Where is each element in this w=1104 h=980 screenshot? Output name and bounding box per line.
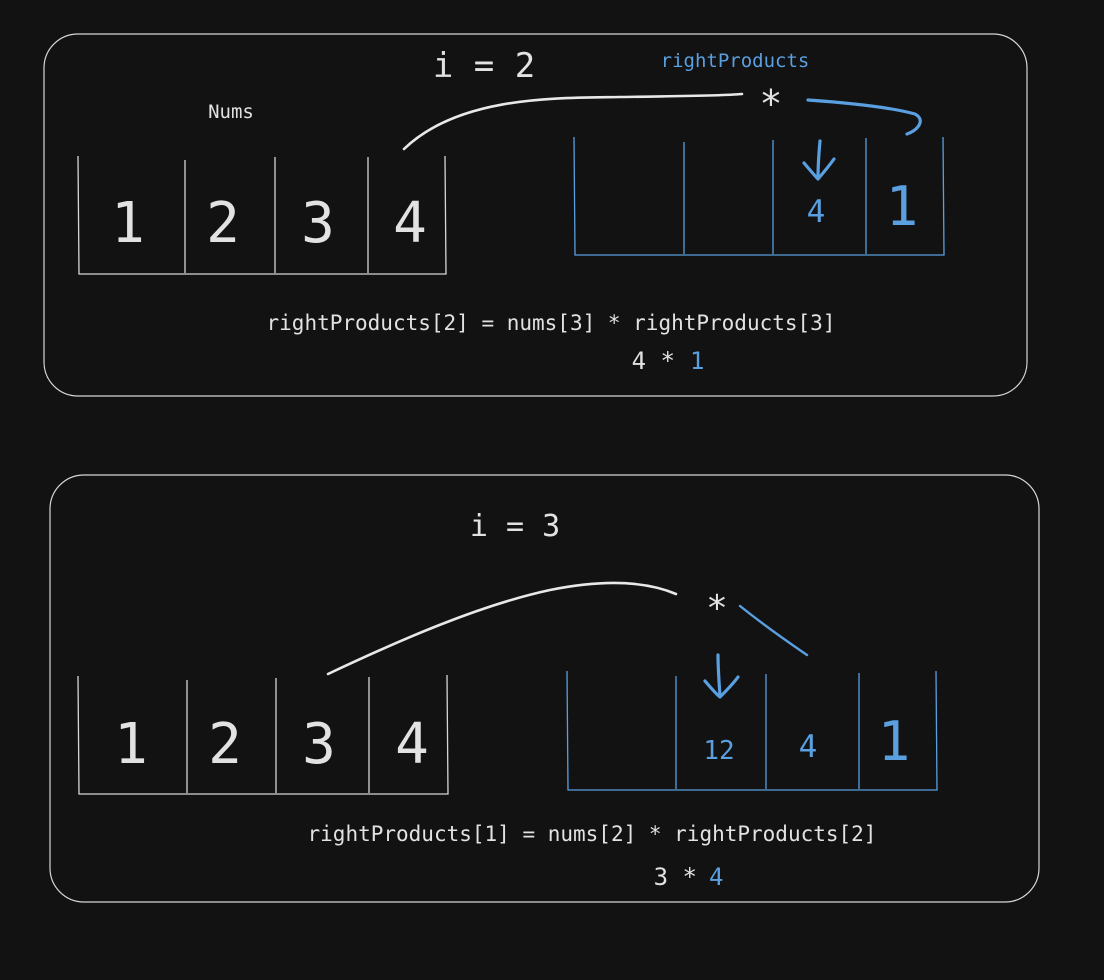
nums-array-outline (77, 674, 449, 795)
iteration-label: i = 2 (433, 46, 535, 86)
formula: rightProducts[1] = nums[2] * rightProduc… (308, 822, 877, 846)
calc-right: 4 (709, 863, 723, 891)
nums-cell-value: 4 (395, 712, 429, 777)
nums-cell-value: 4 (393, 191, 427, 256)
multiply-symbol: * (706, 588, 728, 629)
right-products-cell-value: 1 (878, 710, 911, 773)
iteration-label: i = 3 (470, 509, 560, 544)
nums-to-multiply-stroke (402, 92, 744, 151)
right-to-multiply-stroke (738, 604, 809, 657)
calc-right: 1 (690, 347, 704, 375)
nums-cell-value: 1 (111, 191, 145, 256)
right-products-array-outline (573, 136, 945, 256)
right-products-array: 4 1 (573, 136, 945, 256)
multiply-symbol: * (760, 82, 783, 126)
nums-label: Nums (208, 101, 254, 123)
right-to-multiply-stroke (806, 98, 922, 136)
panel-iteration-2: i = 2 Nums rightProducts 1 2 3 4 4 1 (43, 33, 1028, 397)
right-products-array-outline (566, 670, 938, 791)
nums-cell-value: 3 (301, 191, 335, 256)
right-products-cell-value: 1 (886, 175, 919, 238)
nums-cell-value: 2 (206, 191, 240, 256)
right-products-cell-value: 4 (799, 729, 818, 765)
panel-frame (43, 33, 1028, 397)
calc-left: 4 * (632, 347, 675, 375)
nums-cell-value: 2 (208, 712, 242, 777)
right-products-label: rightProducts (661, 50, 810, 72)
formula: rightProducts[2] = nums[3] * rightProduc… (267, 311, 836, 335)
panel-frame (49, 474, 1040, 903)
calc-left: 3 * (654, 863, 697, 891)
nums-cell-value: 1 (114, 712, 148, 777)
nums-array: 1 2 3 4 (77, 155, 447, 275)
down-arrow-icon (703, 653, 740, 699)
right-products-cell-value: 12 (703, 736, 734, 766)
right-products-cell-value: 4 (807, 194, 826, 230)
panel-iteration-3: i = 3 1 2 3 4 12 4 1 * rightProdu (49, 474, 1040, 903)
right-products-array: 12 4 1 (566, 670, 938, 791)
nums-array: 1 2 3 4 (77, 674, 449, 795)
nums-cell-value: 3 (302, 712, 336, 777)
nums-to-multiply-stroke (326, 581, 678, 676)
nums-array-outline (77, 155, 447, 275)
down-arrow-icon (802, 139, 836, 181)
